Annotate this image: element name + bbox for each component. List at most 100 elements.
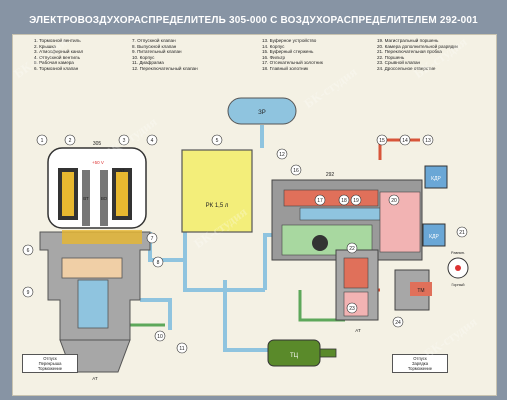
dial-label-bottom: Горный [452,283,465,287]
callout-14: 14 [399,134,411,146]
at-label-top: АТ [119,168,125,173]
legend-item: 10. Корпус [132,54,155,60]
tm-label: ТМ [417,288,424,294]
mode-right-2: Зарядка [411,361,429,366]
legend-col-3: 13. Буферное устройство 14. Корпус 15. Б… [262,38,323,72]
legend-item: 18. Главный золотник [262,65,309,71]
callout-15: 15 [376,134,388,146]
kdr-top: КДР [424,165,448,189]
legend-item: 15. Буферный стержень [262,49,314,55]
at-label-left: АТ [92,376,98,381]
zr-label: ЗР [258,110,266,116]
svg-text:23: 23 [349,306,355,312]
rk-label: РК 1,5 л [206,203,229,209]
svg-text:1: 1 [41,138,44,144]
svg-text:17: 17 [317,198,323,204]
legend-col-4: 19. Магистральный поршень 20. Камера доп… [377,38,458,72]
callout-21: 21 [456,226,468,238]
svg-text:18: 18 [341,198,347,204]
legend-item: 22. Поршень [377,54,405,60]
callout-18: 18 [338,194,350,206]
svg-text:6: 6 [27,248,30,254]
svg-text:16: 16 [293,168,299,174]
callout-1: 1 [36,134,48,146]
legend: 1. Тормозной вентиль 2. Крышка 3. Атмосф… [12,34,495,92]
callout-16: 16 [290,164,302,176]
tc-label: ТЦ [290,353,299,359]
legend-col-1: 1. Тормозной вентиль 2. Крышка 3. Атмосф… [34,38,83,72]
dial-label-top: Равнин. [451,251,465,255]
callout-13: 13 [422,134,434,146]
legend-item: 2. Крышка [34,43,56,49]
svg-text:5: 5 [216,138,219,144]
legend-item: 20. Камера дополнительной разрядки [377,43,458,49]
legend-item: 23. Срывной клапан [377,60,421,66]
callout-12: 12 [276,148,288,160]
legend-item: 24. Дроссельное отверстие [377,65,436,71]
svg-text:11: 11 [179,346,184,352]
svg-text:22: 22 [349,246,355,252]
vo-label: ВО [101,196,108,201]
callout-24: 24 [392,316,404,328]
block305-label: 305 [93,141,102,147]
callout-2: 2 [64,134,76,146]
svg-text:8: 8 [157,260,160,266]
mode-left-2: Перекрыша [38,361,62,366]
vt-label: ВТ [83,196,89,201]
mode-box-left: Отпуск Перекрыша Торможение [22,354,78,373]
legend-item: 16. Фильтр [262,54,286,60]
legend-item: 6. Тормозной клапан [34,65,79,71]
kdr-mid: КДР [422,223,446,247]
legend-item: 12. Переключательный клапан [132,65,198,71]
svg-text:20: 20 [391,198,397,204]
callout-19: 19 [350,194,362,206]
svg-text:15: 15 [379,138,385,144]
legend-item: 17. Отсекательный золотник [262,60,323,66]
callout-3: 3 [118,134,130,146]
kdr-top-label: КДР [431,176,441,182]
legend-item: 1. Тормозной вентиль [34,38,81,43]
callout-11: 11 [176,342,188,354]
svg-text:2: 2 [69,138,72,144]
legend-item: 9. Питательный клапан [132,49,182,55]
legend-item: 11. Диафрагма [132,60,164,66]
legend-item: 3. Атмосферный канал [34,49,84,55]
svg-text:12: 12 [279,152,285,158]
block-305-body [39,230,151,373]
callout-5: 5 [211,134,223,146]
callout-23: 23 [346,302,358,314]
svg-text:10: 10 [157,334,163,340]
kdr-mid-label: КДР [429,234,439,240]
callout-22: 22 [346,242,358,254]
svg-text:24: 24 [395,320,401,326]
at-label-right: АТ [355,328,361,333]
callout-17: 17 [314,194,326,206]
mode-left-3: Торможение [37,366,63,371]
svg-text:21: 21 [459,230,465,236]
zr-reservoir: ЗР [227,97,297,125]
callout-9: 9 [22,286,34,298]
legend-item: 21. Переключательная пробка [377,49,442,55]
tm-block: ТМ [394,269,432,311]
legend-col-2: 7. Отпускной клапан 8. Выпускной клапан … [132,38,198,72]
legend-item: 7. Отпускной клапан [132,38,176,43]
svg-text:4: 4 [151,138,154,144]
tc-cylinder: ТЦ [267,339,337,367]
callout-10: 10 [154,330,166,342]
legend-item: 19. Магистральный поршень [377,38,439,43]
legend-item: 14. Корпус [262,43,285,49]
callout-6: 6 [22,244,34,256]
callout-8: 8 [152,256,164,268]
legend-item: 8. Выпускной клапан [132,43,177,49]
mode-right-1: Отпуск [413,356,427,361]
green-lines [108,250,345,327]
callout-7: 7 [146,232,158,244]
callouts: 1 2 3 4 5 6 7 8 9 10 11 12 13 14 15 16 1… [22,134,468,354]
voltage-label: +50 V [92,160,104,165]
svg-text:9: 9 [27,290,30,296]
svg-text:7: 7 [151,236,154,242]
mode-right-3: Торможение [407,366,433,371]
block-305: 305 +50 V ВТ ВО [47,141,147,229]
